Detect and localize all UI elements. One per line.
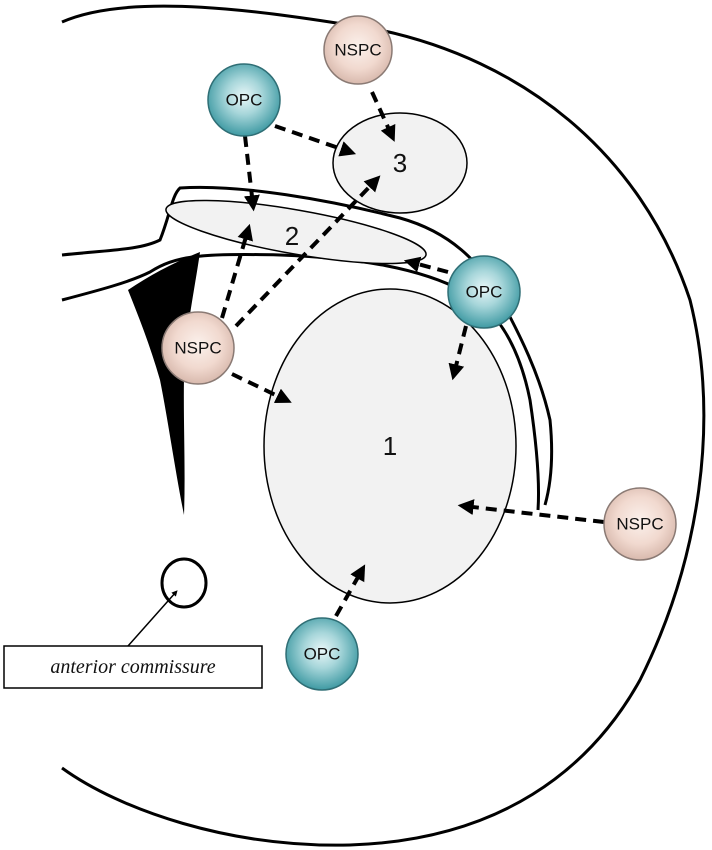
- nspc-cell-right: NSPC: [603, 487, 677, 561]
- nspc-cell-left: NSPC: [161, 311, 235, 385]
- opc-cell-right: OPC: [447, 255, 521, 329]
- opc-cell-top-left: OPC: [207, 63, 281, 137]
- anterior-commissure-marker: [160, 557, 208, 609]
- nspc-cell-right-label: NSPC: [616, 515, 663, 534]
- opc-cell-bottom-label: OPC: [304, 645, 341, 664]
- opc-cell-top-left-label: OPC: [226, 91, 263, 110]
- arrow-nspc-top-to-3: [370, 91, 396, 142]
- caption-pointer: [127, 590, 178, 647]
- region-2: [165, 199, 427, 265]
- arrow-nspc-left-to-1: [231, 372, 292, 404]
- arrow-opc-bottom-to-1: [334, 564, 366, 617]
- nspc-cell-top-label: NSPC: [334, 41, 381, 60]
- opc-cell-right-label: OPC: [466, 283, 503, 302]
- arrow-nspc-right-to-1: [457, 499, 605, 524]
- nspc-cell-top: NSPC: [323, 15, 393, 85]
- nspc-cell-left-label: NSPC: [174, 339, 221, 358]
- caption-box: [3, 645, 263, 689]
- caption-text: anterior commissure: [50, 656, 215, 678]
- region-2-label: 2: [285, 221, 299, 251]
- arrow-opc-right-to-2: [403, 256, 449, 274]
- arrow-opc-top-left-to-2: [243, 135, 260, 212]
- arrow-nspc-left-to-3: [234, 175, 381, 328]
- corpus-callosum-upper: [61, 185, 554, 506]
- arrow-opc-top-left-to-3: [274, 124, 357, 157]
- opc-cell-bottom: OPC: [285, 617, 359, 691]
- region-1-label: 1: [383, 431, 397, 461]
- arrow-nspc-left-to-2: [220, 223, 253, 319]
- region-3-label: 3: [393, 148, 407, 178]
- corpus-callosum-lower: [61, 252, 541, 511]
- arrow-opc-right-to-1: [448, 325, 468, 381]
- migration-arrows: [220, 91, 605, 617]
